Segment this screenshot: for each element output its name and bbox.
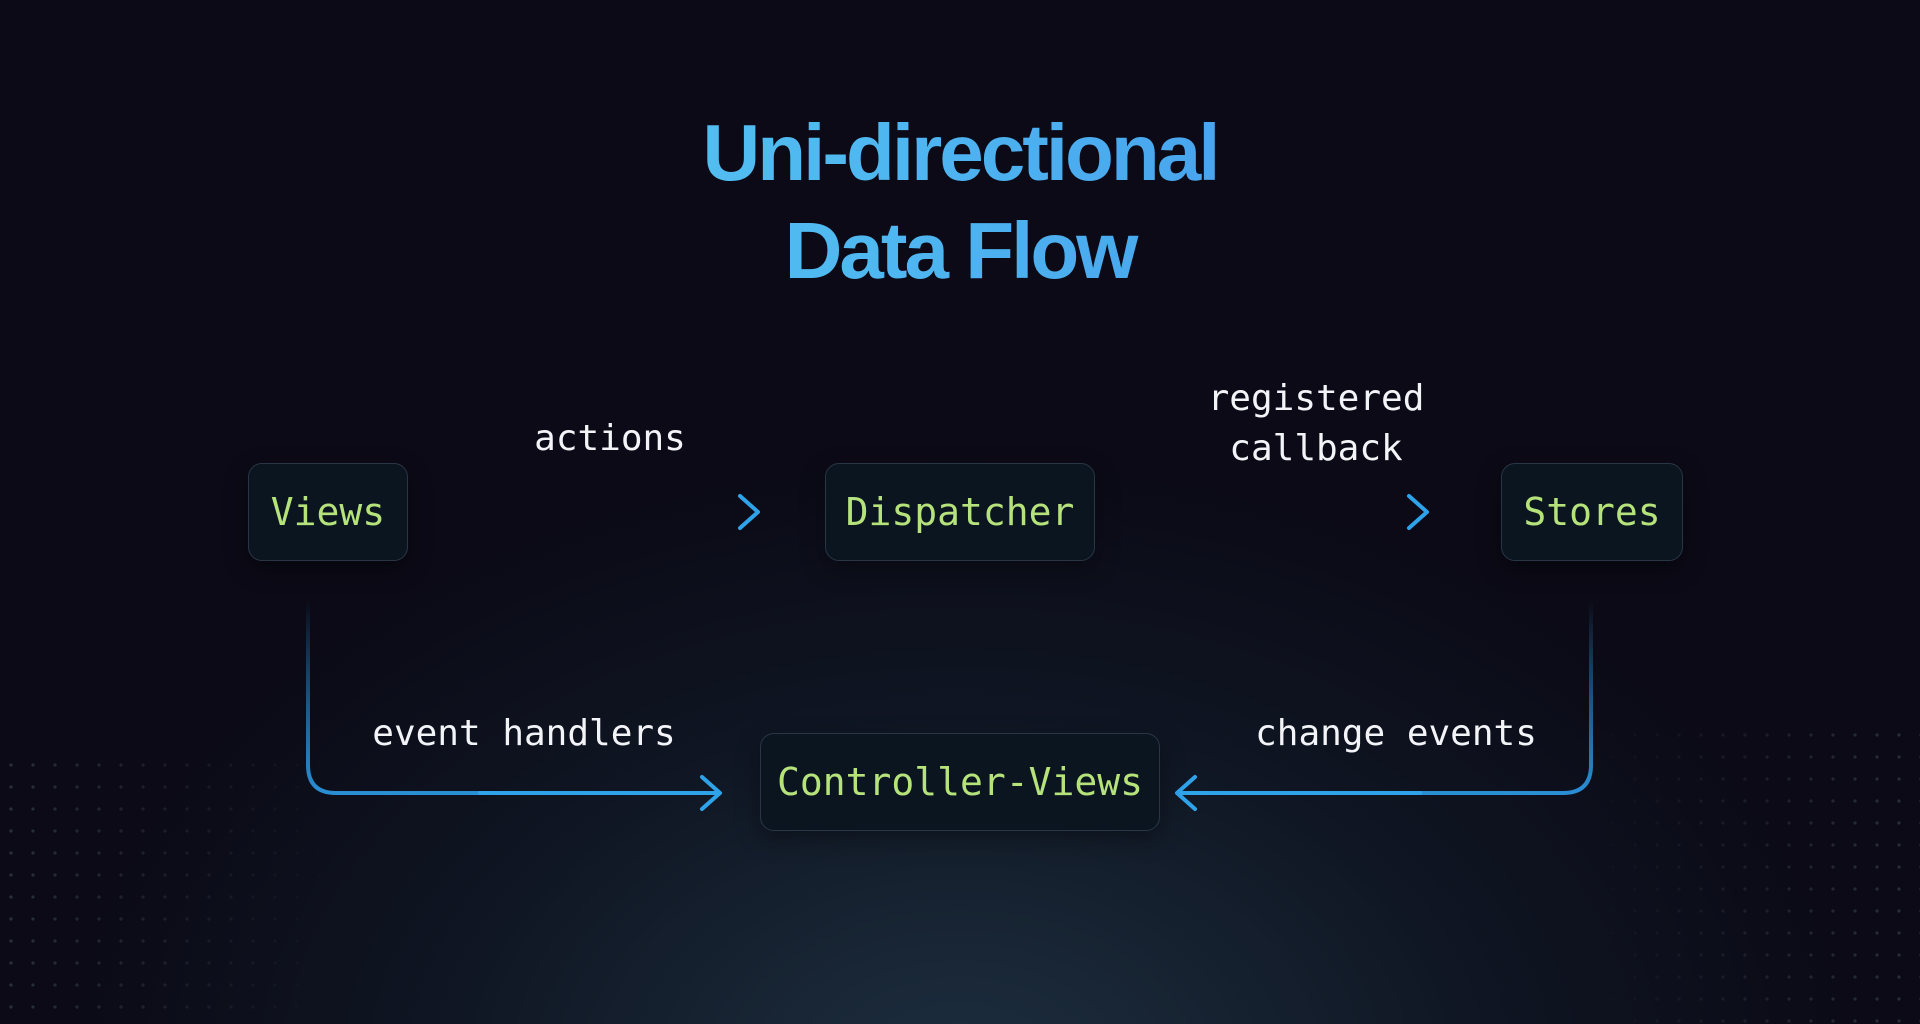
node-views: Views [248, 463, 408, 561]
node-stores: Stores [1501, 463, 1683, 561]
arrow-stores-to-controller-views [1175, 598, 1593, 811]
label-actions: actions [534, 418, 686, 459]
label-registered: registered [1207, 378, 1425, 419]
node-controller-views: Controller-Views [760, 733, 1160, 831]
dot-pattern-left [0, 754, 340, 1024]
label-change-events: change events [1255, 713, 1537, 754]
page-title: Uni-directional Data Flow [0, 104, 1920, 300]
label-callback: callback [1229, 428, 1403, 469]
title-line-2: Data Flow [0, 202, 1920, 300]
title-line-1: Uni-directional [0, 104, 1920, 202]
node-dispatcher: Dispatcher [825, 463, 1095, 561]
dot-pattern-right [1580, 724, 1920, 1024]
arrow-views-to-controller-views [306, 598, 722, 811]
label-registered-callback: registered callback [1176, 374, 1456, 474]
arrow-dispatcher-to-stores [1166, 494, 1429, 530]
arrow-views-to-dispatcher [498, 494, 760, 530]
label-event-handlers: event handlers [372, 713, 676, 754]
